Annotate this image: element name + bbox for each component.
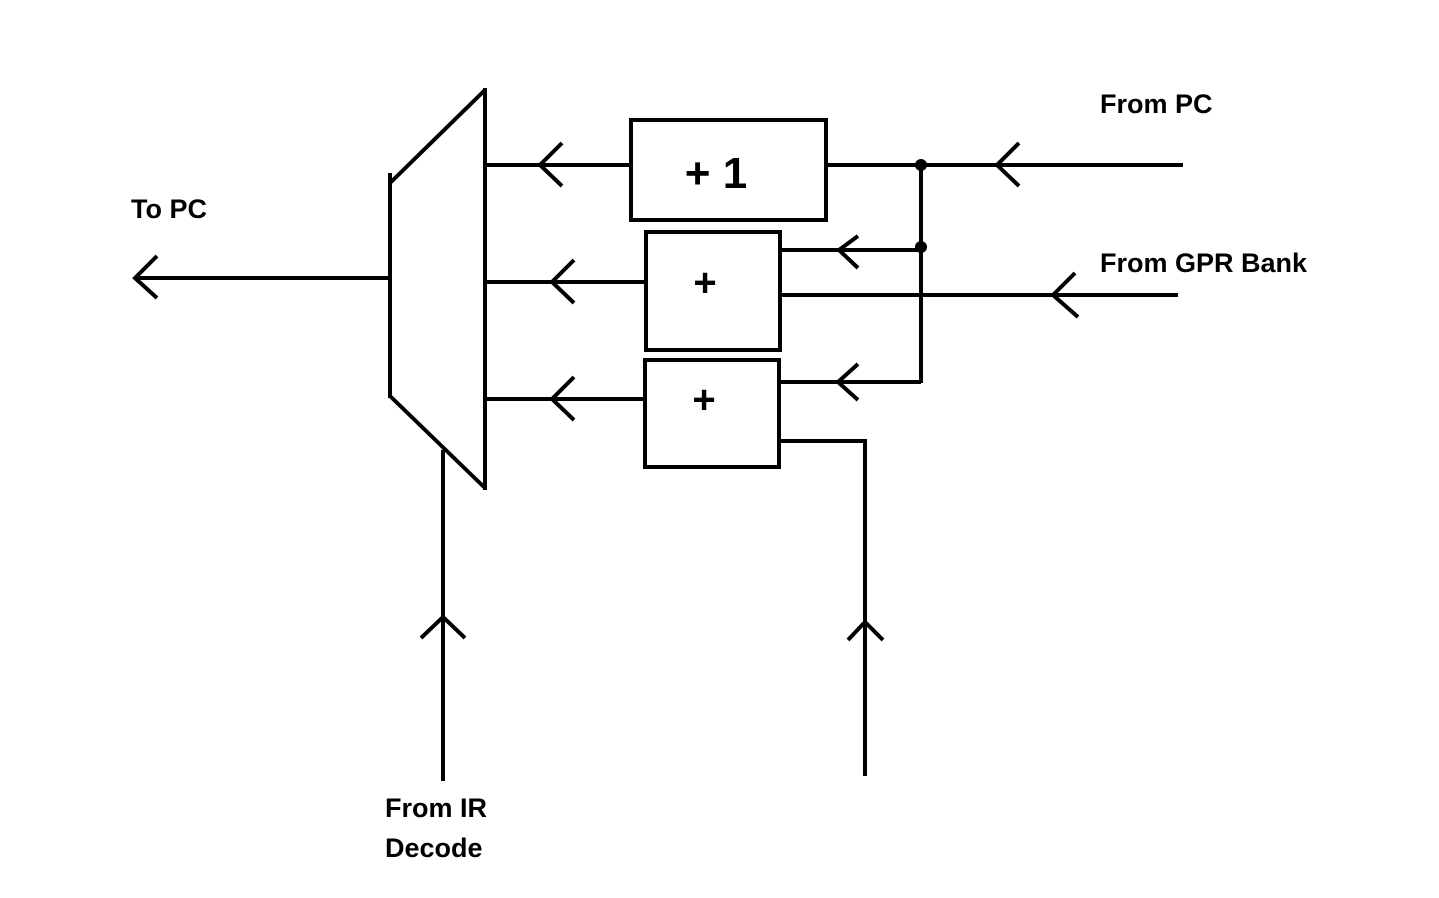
from-gpr-bank-label: From GPR Bank	[1100, 248, 1308, 278]
offset-input-arrowhead	[846, 619, 885, 642]
adder-offset-label: +	[692, 378, 715, 422]
adder-gpr-to-mux-arrowhead	[549, 258, 576, 305]
from-pc-label: From PC	[1100, 89, 1213, 119]
from-ir-decode-wire	[419, 450, 467, 781]
pc-junction-top	[915, 159, 927, 171]
multiplexer	[388, 88, 487, 490]
to-pc-arrowhead	[132, 254, 159, 300]
increment-to-mux-wire	[485, 141, 631, 188]
pc-to-adder-offset-arrowhead	[835, 362, 860, 402]
pc-to-adder-gpr-wire	[780, 234, 921, 270]
from-gpr-bank-wire	[780, 271, 1178, 319]
from-ir-decode-arrowhead	[419, 614, 467, 640]
adder-gpr-block	[644, 230, 782, 352]
from-gpr-bank-arrowhead	[1050, 271, 1080, 319]
pc-to-adder-gpr-arrowhead	[835, 234, 860, 270]
adder-gpr-label: +	[693, 261, 716, 305]
to-pc-wire	[132, 254, 390, 300]
adder-offset-to-mux-arrowhead	[549, 375, 576, 422]
increment-block	[629, 118, 828, 222]
from-ir-decode-label-line2: Decode	[385, 833, 483, 863]
from-ir-decode-label-line1: From IR	[385, 793, 487, 823]
from-pc-arrowhead	[994, 141, 1021, 188]
adder-gpr-to-mux-wire	[485, 258, 646, 305]
offset-input-wire	[779, 439, 885, 776]
adder-offset-to-mux-wire	[485, 375, 645, 422]
increment-label: + 1	[685, 149, 747, 198]
pc-to-adder-offset-wire	[779, 362, 921, 402]
adder-offset-block	[643, 358, 781, 469]
increment-to-mux-arrowhead	[537, 141, 564, 188]
to-pc-label: To PC	[131, 194, 207, 224]
from-pc-wire	[826, 141, 1183, 188]
